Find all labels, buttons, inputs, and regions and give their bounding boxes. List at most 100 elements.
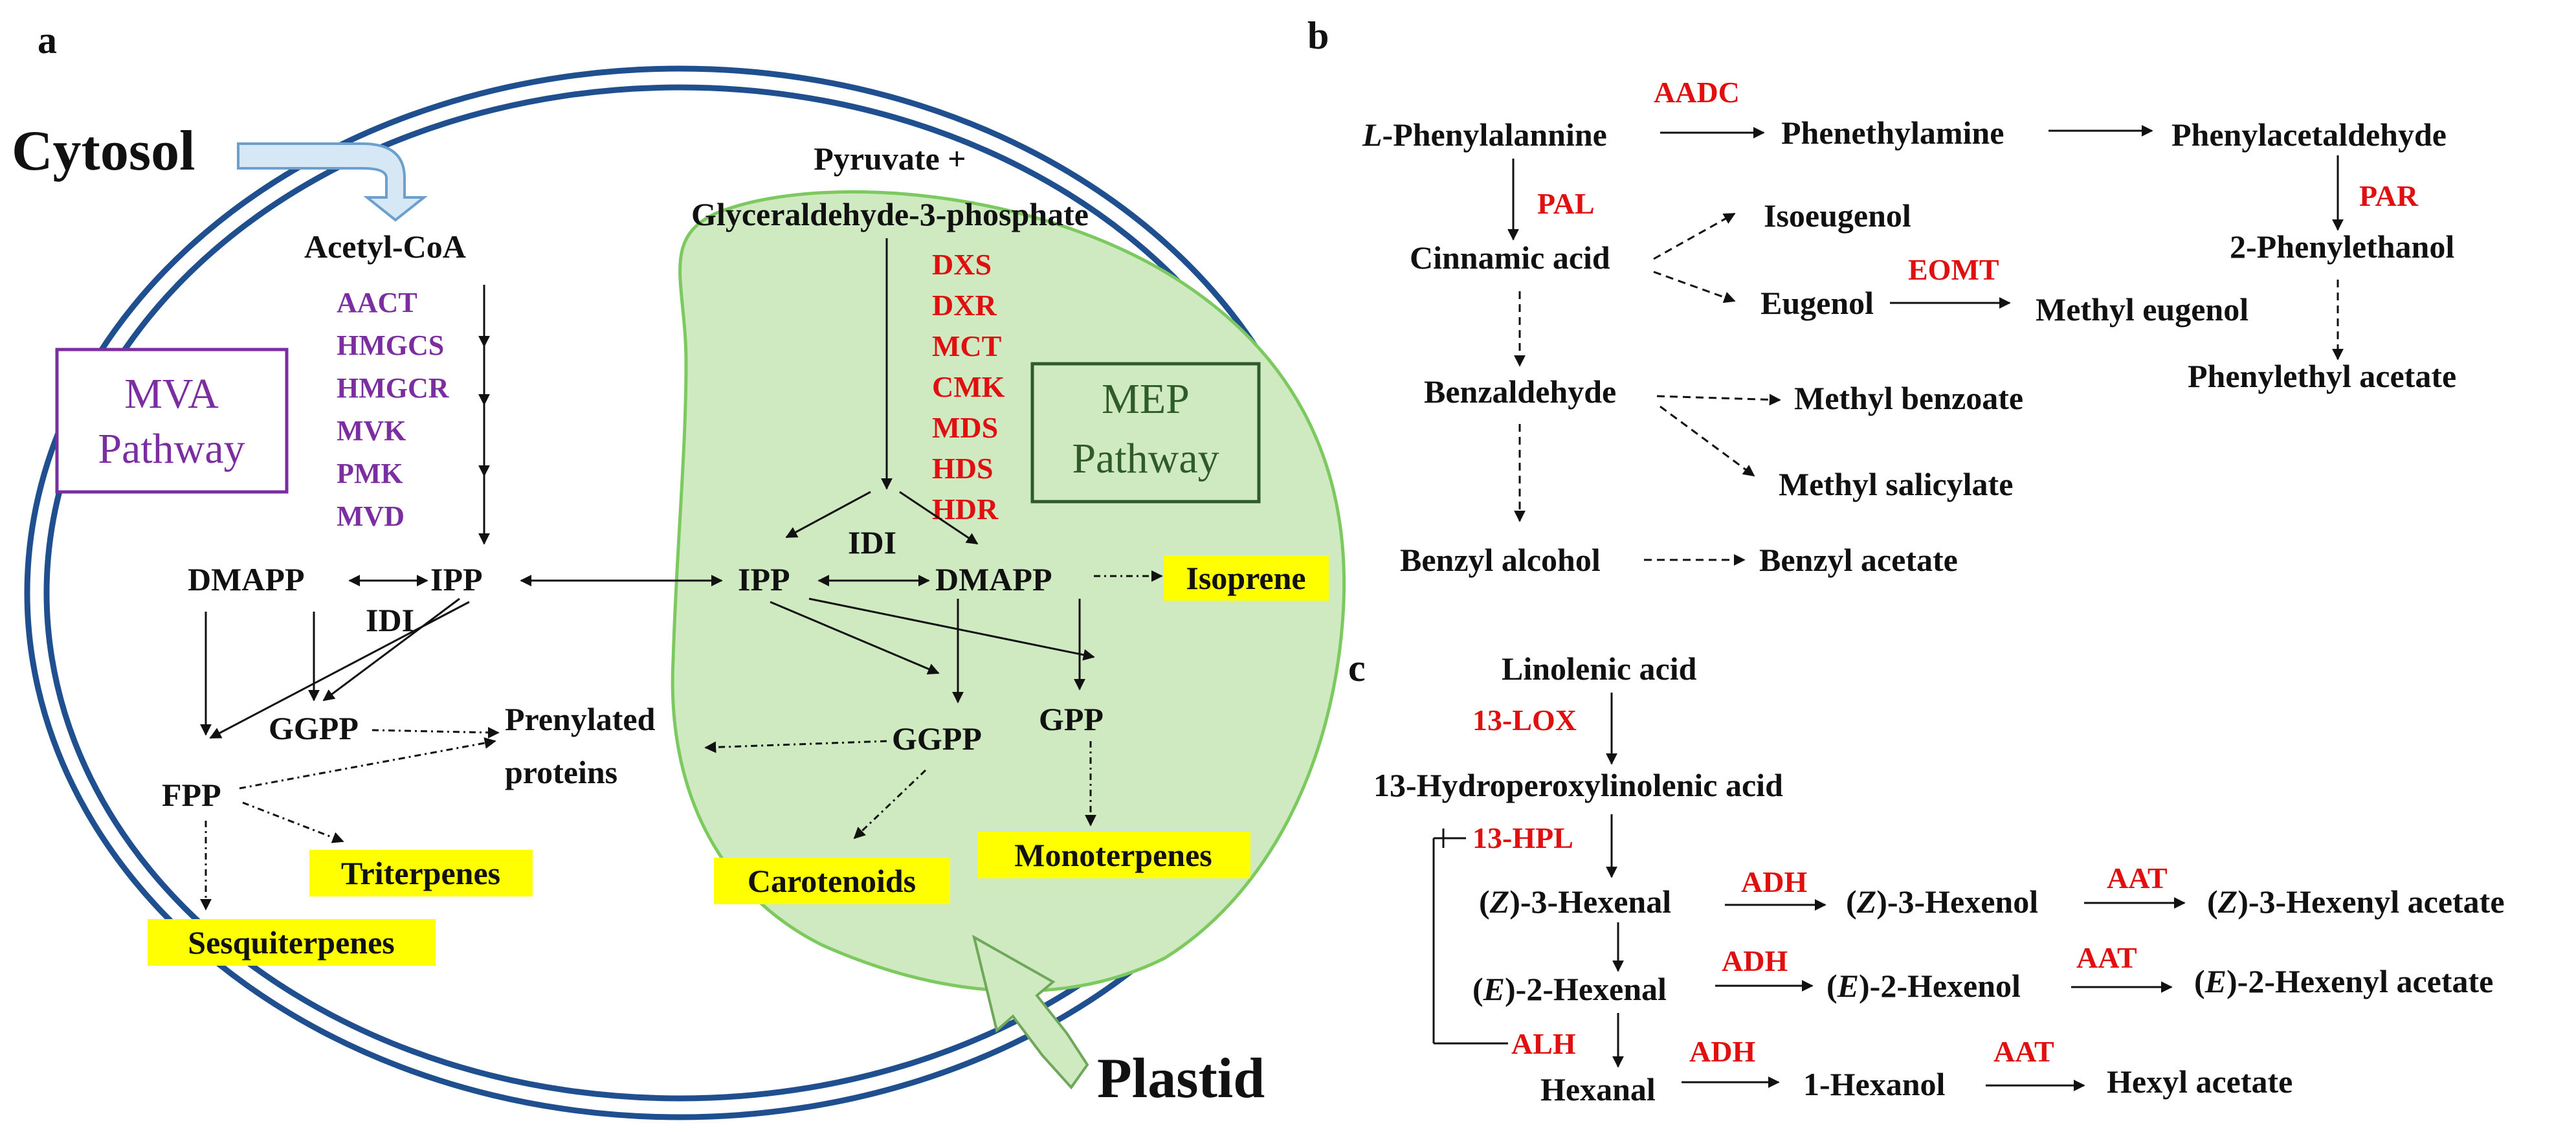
enzyme-hmgcs: HMGCS — [337, 329, 444, 361]
e-2-hexenyl-acetate: (E)-2-Hexenyl acetate — [2194, 963, 2493, 999]
prenylated-line1: Prenylated — [505, 701, 656, 737]
pyruvate-line2: Glyceraldehyde-3-phosphate — [691, 196, 1089, 232]
ggpp-plastid: GGPP — [892, 720, 982, 757]
1-hexanol: 1-Hexanol — [1803, 1066, 1946, 1102]
enzyme-adh-row3: ADH — [1689, 1035, 1755, 1068]
z-3-hexenal: (Z)-3-Hexenal — [1479, 884, 1671, 920]
plastid-label: Plastid — [1097, 1047, 1265, 1110]
enzyme-eomt: EOMT — [1908, 253, 1999, 286]
cytosol-label: Cytosol — [12, 120, 195, 183]
enzyme-alh: ALH — [1511, 1027, 1576, 1060]
enzyme-13-hpl: 13-HPL — [1472, 821, 1573, 854]
enzyme-aat-row2: AAT — [2076, 941, 2137, 974]
enzyme-mvk: MVK — [337, 415, 406, 447]
enzyme-mvd: MVD — [337, 500, 405, 532]
enzyme-pal: PAL — [1537, 187, 1595, 220]
mva-pathway-box — [55, 348, 289, 494]
panel-c-label: c — [1348, 647, 1366, 689]
panel-c: c Linolenic acid 13-LOX 13-Hydroperoxyli… — [1348, 647, 2505, 1107]
eugenol: Eugenol — [1760, 285, 1874, 321]
plastid-entry-arrow — [972, 934, 1089, 1090]
benzaldehyde: Benzaldehyde — [1424, 373, 1616, 410]
enzyme-adh-row1: ADH — [1741, 865, 1807, 898]
benzaldehyde-to-methyl-salicylate-arrow — [1660, 405, 1755, 477]
prenylated-line2: proteins — [505, 754, 617, 790]
isoprene-highlight — [1164, 555, 1329, 601]
hydroperoxylinolenic-acid: 13-Hydroperoxylinolenic acid — [1373, 767, 1783, 803]
panel-a-label: a — [38, 19, 57, 61]
isoeugenol: Isoeugenol — [1764, 197, 1911, 234]
benzyl-acetate: Benzyl acetate — [1759, 542, 1958, 578]
pyruvate-line1: Pyruvate + — [814, 140, 966, 177]
e-2-hexenal: (E)-2-Hexenal — [1472, 971, 1667, 1007]
mep-box-line1: MEP — [1102, 375, 1190, 423]
enzyme-aat-row3: AAT — [1993, 1035, 2054, 1068]
hexanal: Hexanal — [1540, 1071, 1656, 1107]
cinnamic-to-eugenol-arrow — [1653, 271, 1736, 303]
panel-b: b L-Phenylalannine AADC Phenethylamine P… — [1307, 14, 2456, 578]
monoterpenes-highlight — [977, 832, 1250, 878]
cytosol-arrows — [200, 597, 500, 911]
idi-cytosol: IDI — [366, 602, 414, 638]
mep-arrows — [785, 238, 979, 545]
linolenic-acid: Linolenic acid — [1502, 650, 1697, 687]
enzyme-adh-row2: ADH — [1722, 944, 1788, 977]
cytosol-entry-arrow — [237, 142, 428, 222]
hexyl-acetate: Hexyl acetate — [2107, 1063, 2293, 1100]
methyl-eugenol: Methyl eugenol — [2036, 291, 2248, 328]
methyl-benzoate: Methyl benzoate — [1794, 380, 2023, 416]
enzyme-dxr: DXR — [932, 289, 997, 322]
enzyme-mct: MCT — [932, 329, 1001, 362]
idi-plastid: IDI — [848, 524, 896, 561]
hpl-alh-bracket — [1432, 828, 1508, 1045]
gpp: GPP — [1039, 701, 1104, 737]
enzyme-hds: HDS — [932, 452, 994, 485]
benzaldehyde-to-methyl-benzoate-arrow — [1656, 394, 1781, 406]
mva-enzyme-list: AACT HMGCS HMGCR MVK PMK MVD — [337, 287, 450, 532]
enzyme-cmk: CMK — [932, 370, 1005, 403]
dmapp-cytosol: DMAPP — [188, 561, 305, 597]
phenylethanol: 2-Phenylethanol — [2230, 228, 2454, 265]
phenethylamine: Phenethylamine — [1781, 115, 2004, 151]
carotenoids: Carotenoids — [748, 863, 916, 899]
mep-enzyme-list: DXS DXR MCT CMK MDS HDS HDR — [932, 248, 1005, 526]
methyl-salicylate: Methyl salicylate — [1779, 466, 2013, 502]
ipp-plastid: IPP — [738, 561, 790, 597]
panel-a: a Cytosol Plastid MVA Pathway MEP Pathwa… — [12, 19, 1346, 1120]
enzyme-hmgcr: HMGCR — [337, 372, 450, 404]
z-3-hexenyl-acetate: (Z)-3-Hexenyl acetate — [2207, 884, 2505, 920]
cinnamic-to-isoeugenol-arrow — [1653, 212, 1736, 260]
dmapp-plastid: DMAPP — [935, 561, 1052, 597]
phenylethyl-acetate: Phenylethyl acetate — [2188, 358, 2456, 394]
enzyme-dxs: DXS — [932, 248, 992, 281]
l-phenylalanine: L-Phenylalannine — [1362, 117, 1607, 153]
benzyl-alcohol: Benzyl alcohol — [1400, 542, 1601, 578]
cinnamic-acid: Cinnamic acid — [1410, 239, 1610, 276]
ggpp-cytosol: GGPP — [269, 710, 359, 746]
mva-box-line1: MVA — [124, 370, 219, 417]
sesquiterpenes-highlight — [148, 919, 436, 966]
plastid-arrows — [704, 597, 1096, 839]
mep-pathway-box — [1030, 362, 1261, 504]
enzyme-pmk: PMK — [337, 458, 403, 489]
phenylacetaldehyde: Phenylacetaldehyde — [2171, 117, 2447, 153]
triterpenes: Triterpenes — [341, 855, 500, 891]
acetyl-coa: Acetyl-CoA — [304, 228, 466, 265]
enzyme-mds: MDS — [932, 411, 998, 444]
fpp: FPP — [162, 777, 221, 813]
enzyme-aat-row1: AAT — [2107, 862, 2168, 895]
e-2-hexenol: (E)-2-Hexenol — [1827, 968, 2021, 1004]
enzyme-13-lox: 13-LOX — [1472, 704, 1577, 737]
enzyme-aadc: AADC — [1654, 76, 1740, 109]
z-3-hexenol: (Z)-3-Hexenol — [1846, 884, 2038, 920]
enzyme-aact: AACT — [337, 287, 417, 318]
ipp-cytosol: IPP — [430, 561, 483, 597]
triterpenes-highlight — [309, 850, 533, 896]
sesquiterpenes: Sesquiterpenes — [188, 924, 394, 961]
mva-box-line2: Pathway — [98, 425, 245, 472]
isoprene: Isoprene — [1186, 560, 1305, 596]
enzyme-par: PAR — [2359, 179, 2419, 212]
panel-b-label: b — [1307, 14, 1329, 57]
plastid-shape — [671, 190, 1346, 993]
